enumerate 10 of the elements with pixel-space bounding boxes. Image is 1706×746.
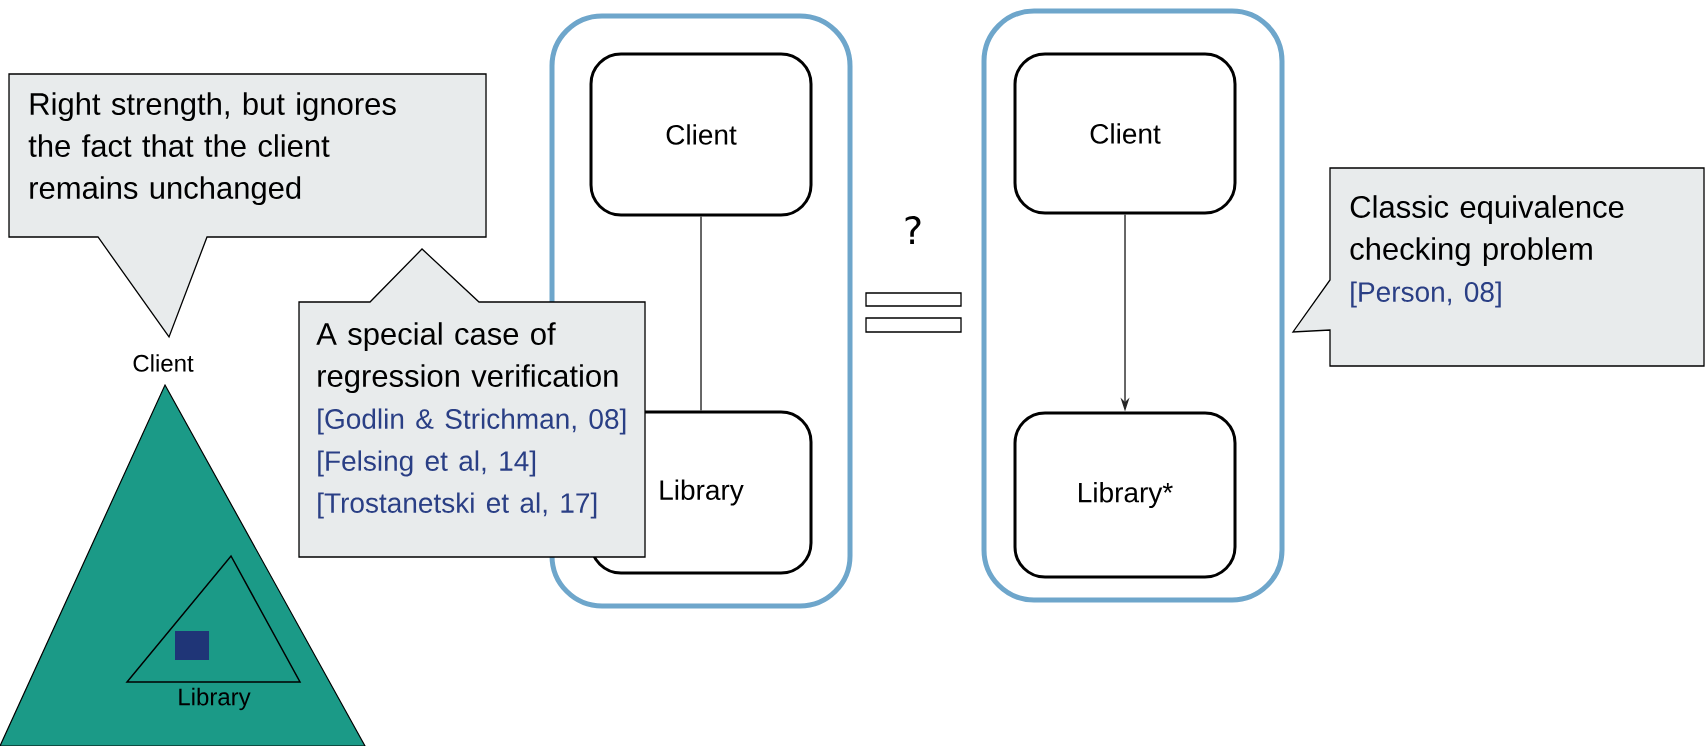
- container-box: [981, 8, 1285, 603]
- speech-callout: A special case of regression verification [Godlin & Strichman, 08] [Felsing et al, 14] [Trostanetski et al, 17]: [298, 248, 646, 558]
- rounded-box: Client: [589, 52, 813, 217]
- rounded-box: Client: [1013, 52, 1237, 215]
- question-mark: ?: [905, 215, 921, 245]
- node-label: Client: [133, 354, 194, 372]
- node-label: Library: [179, 687, 251, 711]
- speech-callout: Classic equivalence checking problem [Person, 08]: [1291, 167, 1705, 367]
- rounded-box: Library*: [1013, 411, 1237, 579]
- square: [175, 631, 209, 660]
